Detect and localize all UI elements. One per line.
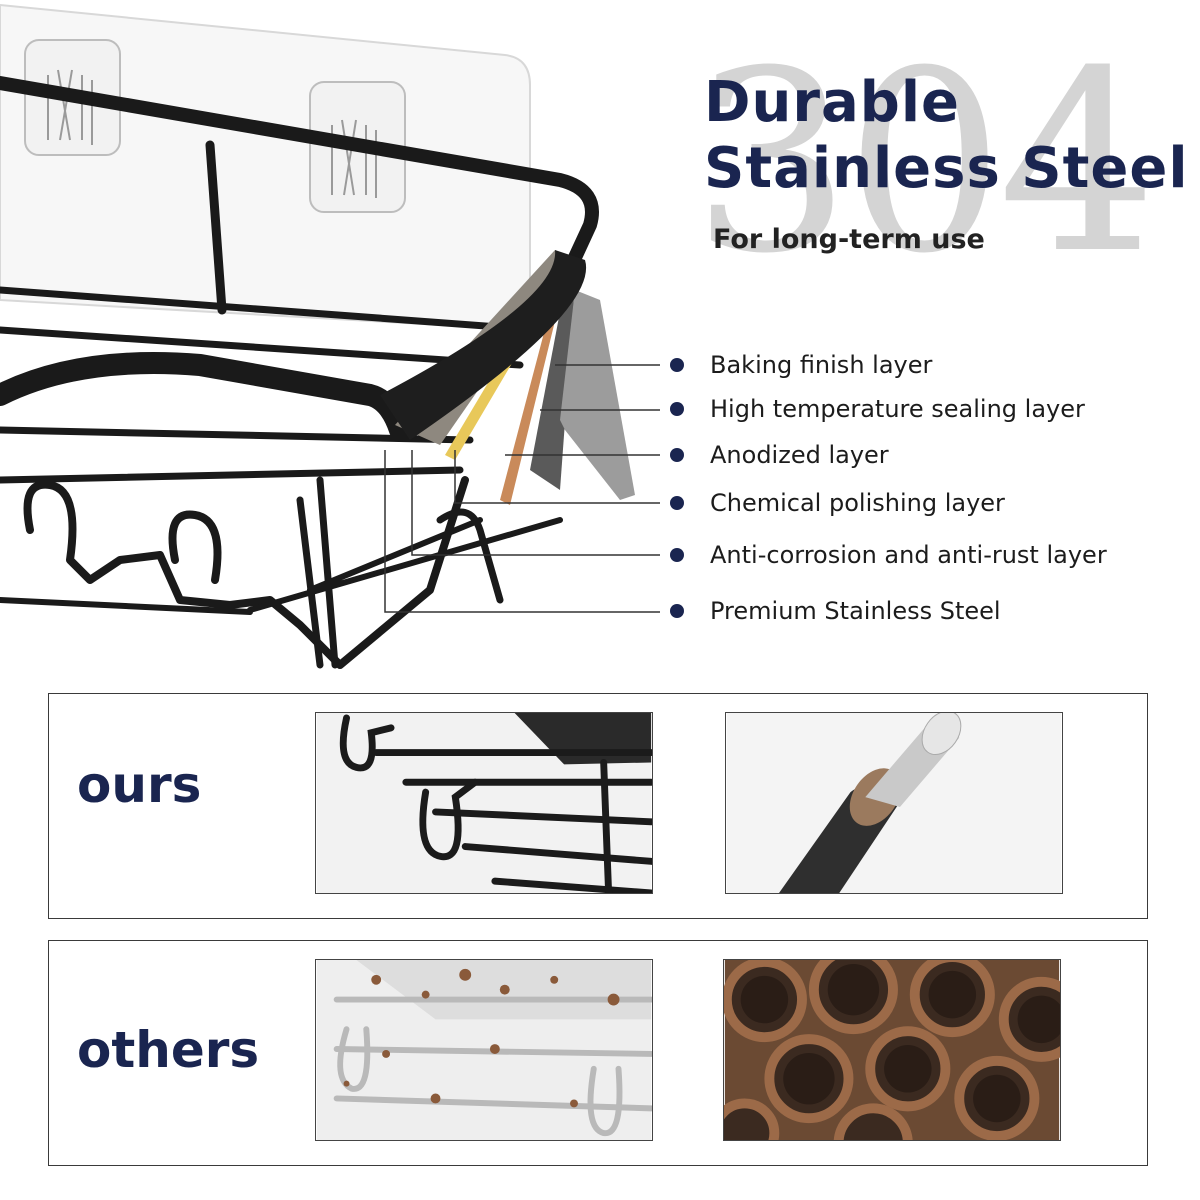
headline-subtitle: For long-term use xyxy=(713,224,985,255)
bullet-dot-icon xyxy=(670,448,684,462)
bullet-dot-icon xyxy=(670,604,684,618)
others-rusted-basket-photo xyxy=(315,959,653,1141)
layer-label: Premium Stainless Steel xyxy=(710,597,1001,625)
ours-basket-photo xyxy=(315,712,653,894)
bullet-dot-icon xyxy=(670,402,684,416)
bullet-dot-icon xyxy=(670,496,684,510)
comparison-panel-others: others xyxy=(48,940,1148,1166)
title-line-2: Stainless Steel xyxy=(704,136,1189,201)
layer-item: Anodized layer xyxy=(670,440,889,470)
comparison-panel-ours: ours xyxy=(48,693,1148,919)
product-hero-illustration xyxy=(0,0,670,690)
layer-label: High temperature sealing layer xyxy=(710,395,1085,423)
bullet-dot-icon xyxy=(670,358,684,372)
headline-title: Durable Stainless Steel xyxy=(704,70,1189,202)
ours-label: ours xyxy=(77,756,202,814)
others-label: others xyxy=(77,1021,260,1079)
layer-item: Premium Stainless Steel xyxy=(670,596,1001,626)
ours-tube-crosssection-photo xyxy=(725,712,1063,894)
title-line-1: Durable xyxy=(704,70,961,135)
layer-label: Baking finish layer xyxy=(710,351,933,379)
layer-label: Anodized layer xyxy=(710,441,889,469)
layer-label: Chemical polishing layer xyxy=(710,489,1005,517)
others-rusted-pipes-photo xyxy=(723,959,1061,1141)
layer-label: Anti-corrosion and anti-rust layer xyxy=(710,541,1107,569)
layer-item: Anti-corrosion and anti-rust layer xyxy=(670,540,1107,570)
bullet-dot-icon xyxy=(670,548,684,562)
layer-item: Baking finish layer xyxy=(670,350,932,380)
layer-item: Chemical polishing layer xyxy=(670,488,1005,518)
layer-item: High temperature sealing layer xyxy=(670,394,1085,424)
layer-callout-list: Baking finish layer High temperature sea… xyxy=(670,350,1107,626)
watermark-304: 304 xyxy=(692,17,1157,308)
